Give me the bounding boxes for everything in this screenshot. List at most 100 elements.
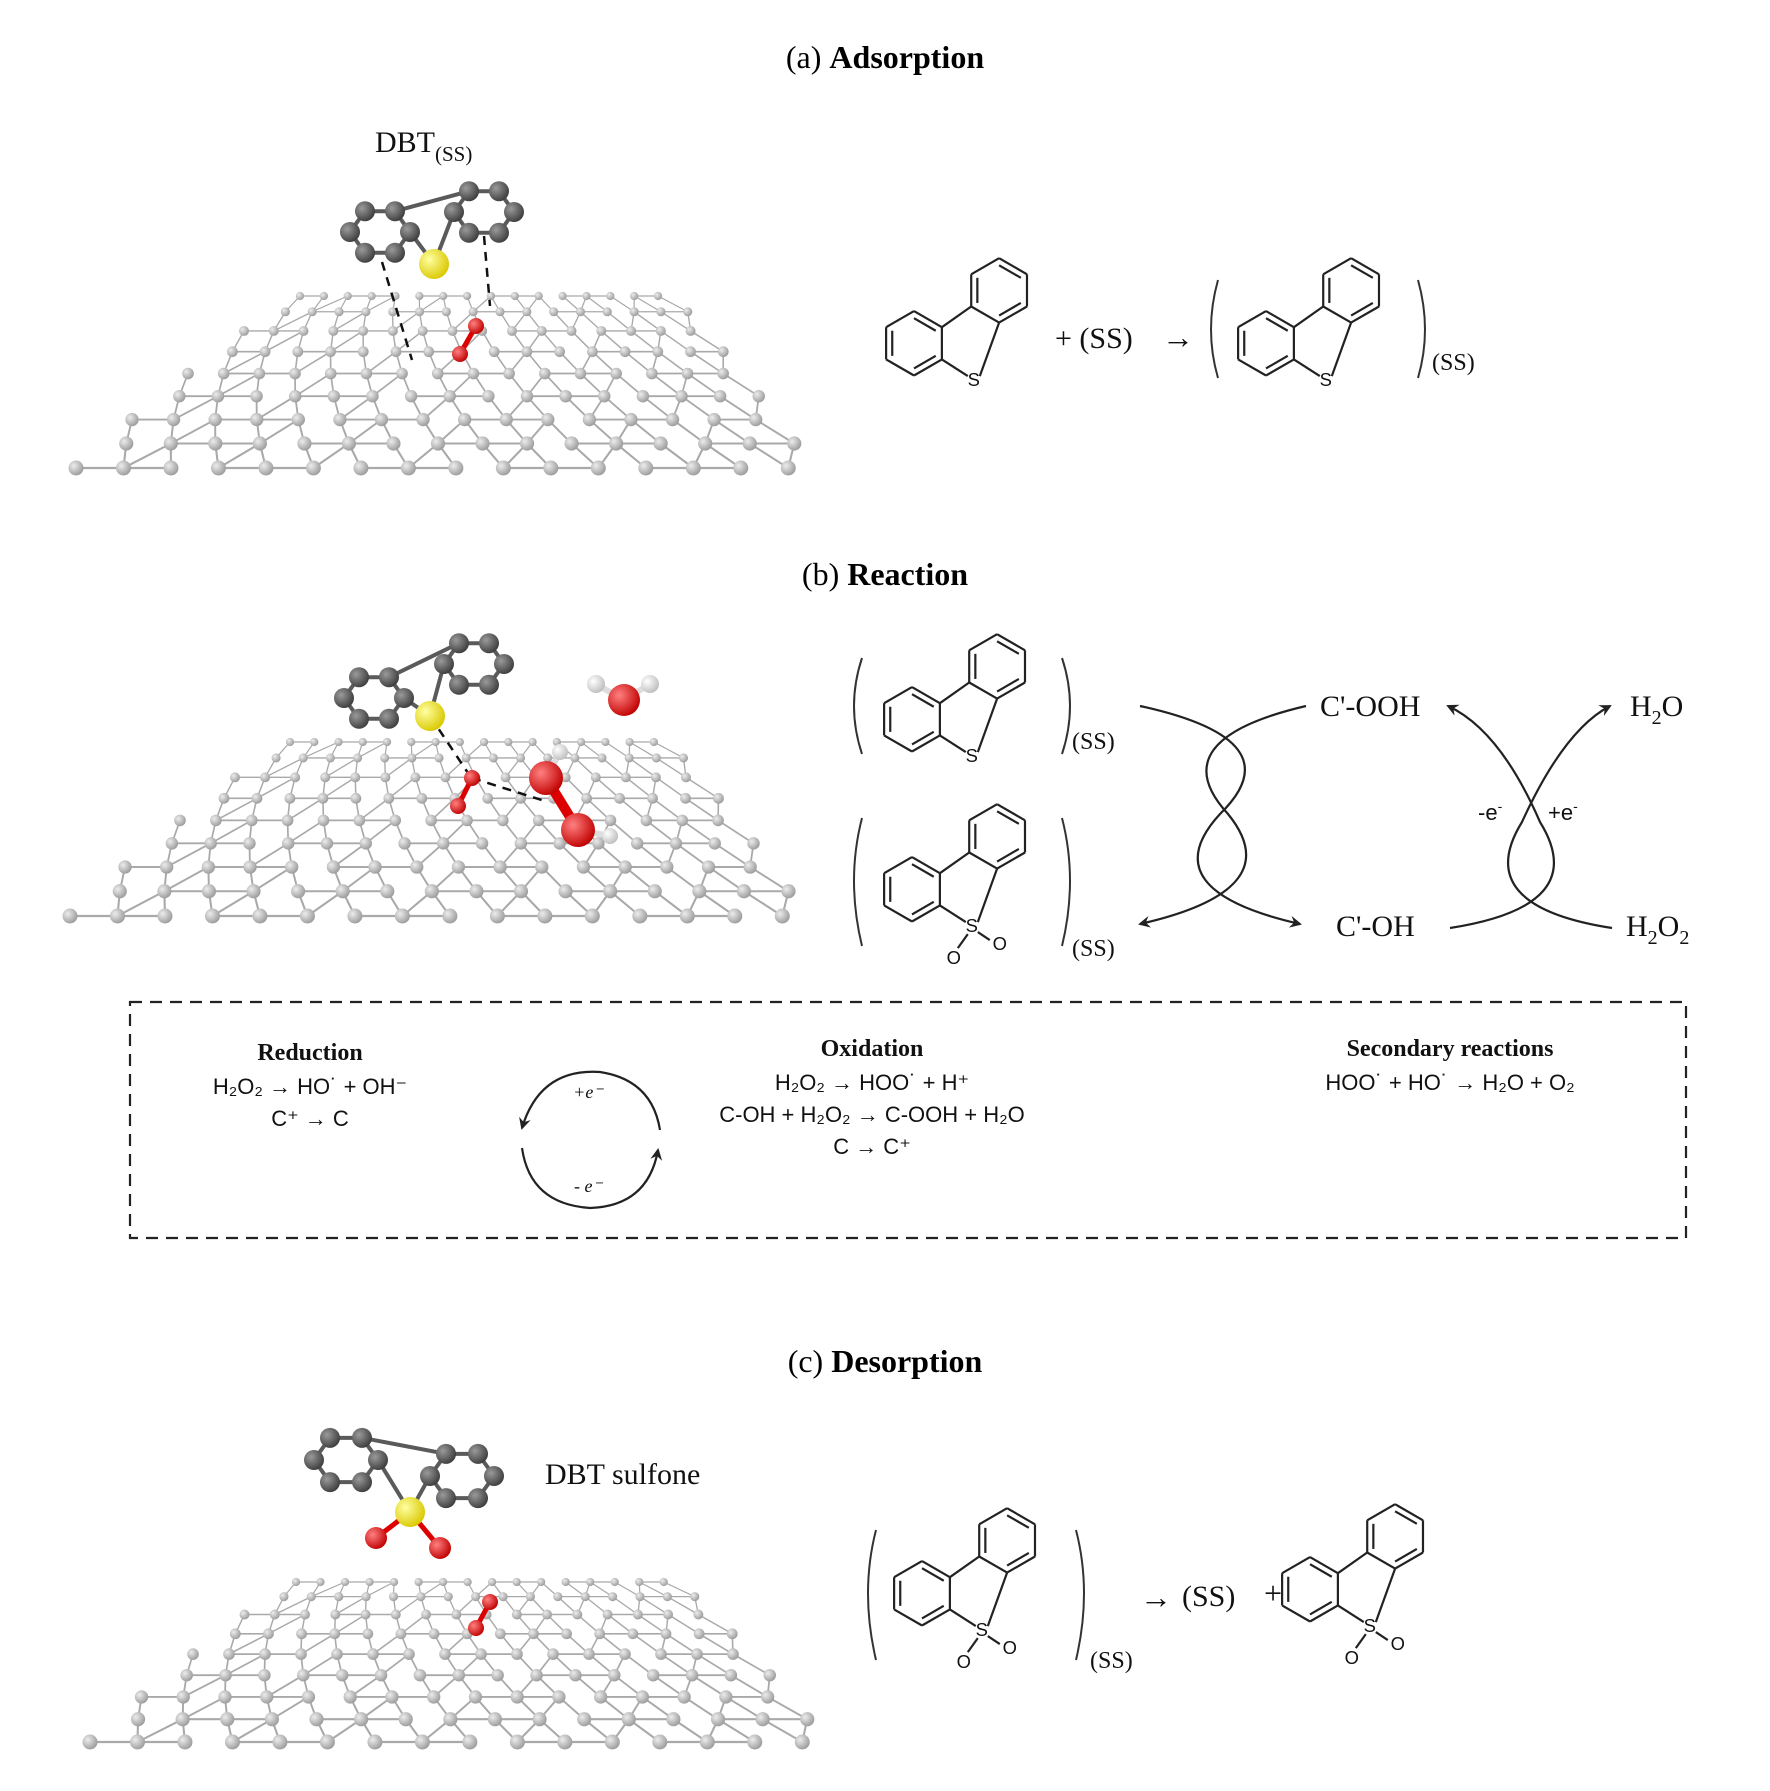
carbon-atom <box>334 737 343 747</box>
carbon-atom <box>389 814 402 827</box>
carbon-atom <box>592 837 605 850</box>
bracket-b-bottom <box>853 817 1071 947</box>
carbon-atom <box>427 1690 441 1704</box>
oxygen-atom <box>464 770 480 786</box>
carbon-atom-molecule <box>449 633 469 654</box>
carbon-atom <box>630 837 644 850</box>
carbon-atom <box>160 860 174 874</box>
carbon-atom <box>388 1592 399 1602</box>
carbon-atom <box>428 1628 440 1640</box>
carbon-atom <box>554 346 566 358</box>
carbon-atom <box>317 792 329 804</box>
graphene-bond <box>732 1653 771 1676</box>
carbon-atom <box>680 792 691 804</box>
reduction-title: Reduction <box>257 1040 362 1066</box>
skeletal-double-bond <box>911 693 935 708</box>
skeletal-double-bond <box>921 1604 945 1620</box>
skeletal-bond <box>1350 305 1380 324</box>
carbon-atom <box>396 367 408 380</box>
carbon-atom <box>434 753 444 763</box>
carbon-atom <box>360 1609 371 1620</box>
carbon-atom <box>632 908 648 924</box>
secondary-title: Secondary reactions <box>1347 1036 1554 1062</box>
carbon-atom <box>652 1734 668 1750</box>
oxygen-atom <box>468 1620 484 1636</box>
carbon-atom <box>624 753 634 763</box>
carbon-atom <box>669 837 683 850</box>
graphene-bond <box>217 372 260 397</box>
carbon-atom <box>498 1592 508 1602</box>
oxygen-atom <box>608 684 640 716</box>
carbon-atom <box>300 1609 310 1620</box>
carbon-atom <box>580 1592 590 1602</box>
carbon-atom <box>655 325 666 336</box>
carbon-atom-molecule <box>436 1488 456 1509</box>
graphene-bond <box>686 372 721 397</box>
carbon-atom-molecule <box>468 1488 488 1509</box>
carbon-atom-molecule <box>352 1472 372 1493</box>
carbon-atom <box>708 837 721 850</box>
carbon-atom <box>296 1628 307 1640</box>
carbon-atom <box>504 737 513 747</box>
carbon-atom <box>163 436 178 451</box>
so-bond <box>977 931 991 942</box>
carbon-atom <box>488 346 500 358</box>
carbon-atom <box>386 436 401 451</box>
carbon-atom <box>307 307 317 317</box>
carbon-atom <box>258 1668 271 1682</box>
carbon-atom <box>547 1648 559 1660</box>
skeletal-bond <box>911 734 941 753</box>
graphene-bond <box>311 295 348 313</box>
carbon-atom <box>530 1668 543 1682</box>
carbon-atom <box>328 325 339 336</box>
oxygen-atom <box>529 761 563 795</box>
graphene-bond <box>690 330 724 353</box>
skeletal-bond <box>913 358 943 377</box>
ss-subscript-b2: (SS) <box>1072 936 1115 962</box>
so-bond <box>1354 1633 1367 1649</box>
carbon-atom <box>603 884 618 899</box>
carbon-atom <box>218 792 230 804</box>
carbon-atom <box>604 1734 620 1750</box>
carbon-atom <box>279 1592 289 1602</box>
skeletal-bond <box>996 803 1026 822</box>
graphene-bond <box>384 757 413 778</box>
dbt-structure-adsorbed-reactant: S <box>883 633 1027 766</box>
section-a-title: (a) Adsorption <box>786 39 984 75</box>
graphene-bond <box>166 842 212 868</box>
carbon-atom <box>511 1609 522 1620</box>
carbon-atom <box>676 814 689 827</box>
skeletal-bond <box>978 1507 1008 1526</box>
carbon-atom-molecule <box>468 1443 488 1464</box>
graphene-bond <box>657 295 689 313</box>
carbon-atom <box>398 837 411 850</box>
secondary-line-1: HOO˙ + HO˙ → H₂O + O₂ <box>1325 1070 1574 1095</box>
carbon-atom <box>423 346 435 358</box>
graphene-bond <box>630 330 659 353</box>
carbon-atom <box>334 307 344 317</box>
graphene-bond <box>137 1718 184 1743</box>
carbon-atom <box>291 412 305 427</box>
carbon-atom <box>263 1628 274 1640</box>
carbon-atom <box>685 460 701 476</box>
graphene-bond <box>392 311 420 332</box>
graphene-bond <box>655 757 687 778</box>
dbt-ss-label: DBT(SS) <box>375 126 472 166</box>
dbt-sulfone-molecule-3d <box>304 1427 504 1636</box>
carbon-atom <box>574 367 587 380</box>
carbon-atom <box>264 1712 279 1727</box>
graphene-bond <box>225 1653 266 1676</box>
reaction-arrow-a: → <box>1162 319 1194 355</box>
skeletal-bond <box>968 803 998 822</box>
carbon-atom-molecule <box>444 202 464 222</box>
carbon-atom <box>494 1628 506 1640</box>
carbon-atom <box>683 307 693 317</box>
skeletal-bond <box>883 904 913 923</box>
carbon-atom <box>229 1628 241 1640</box>
carbon-atom-molecule <box>494 654 514 674</box>
bracket-a <box>1210 279 1426 379</box>
carbon-atom <box>269 1609 280 1620</box>
carbon-atom <box>558 884 573 899</box>
carbon-atom <box>699 1734 715 1750</box>
carbon-atom <box>560 772 571 783</box>
